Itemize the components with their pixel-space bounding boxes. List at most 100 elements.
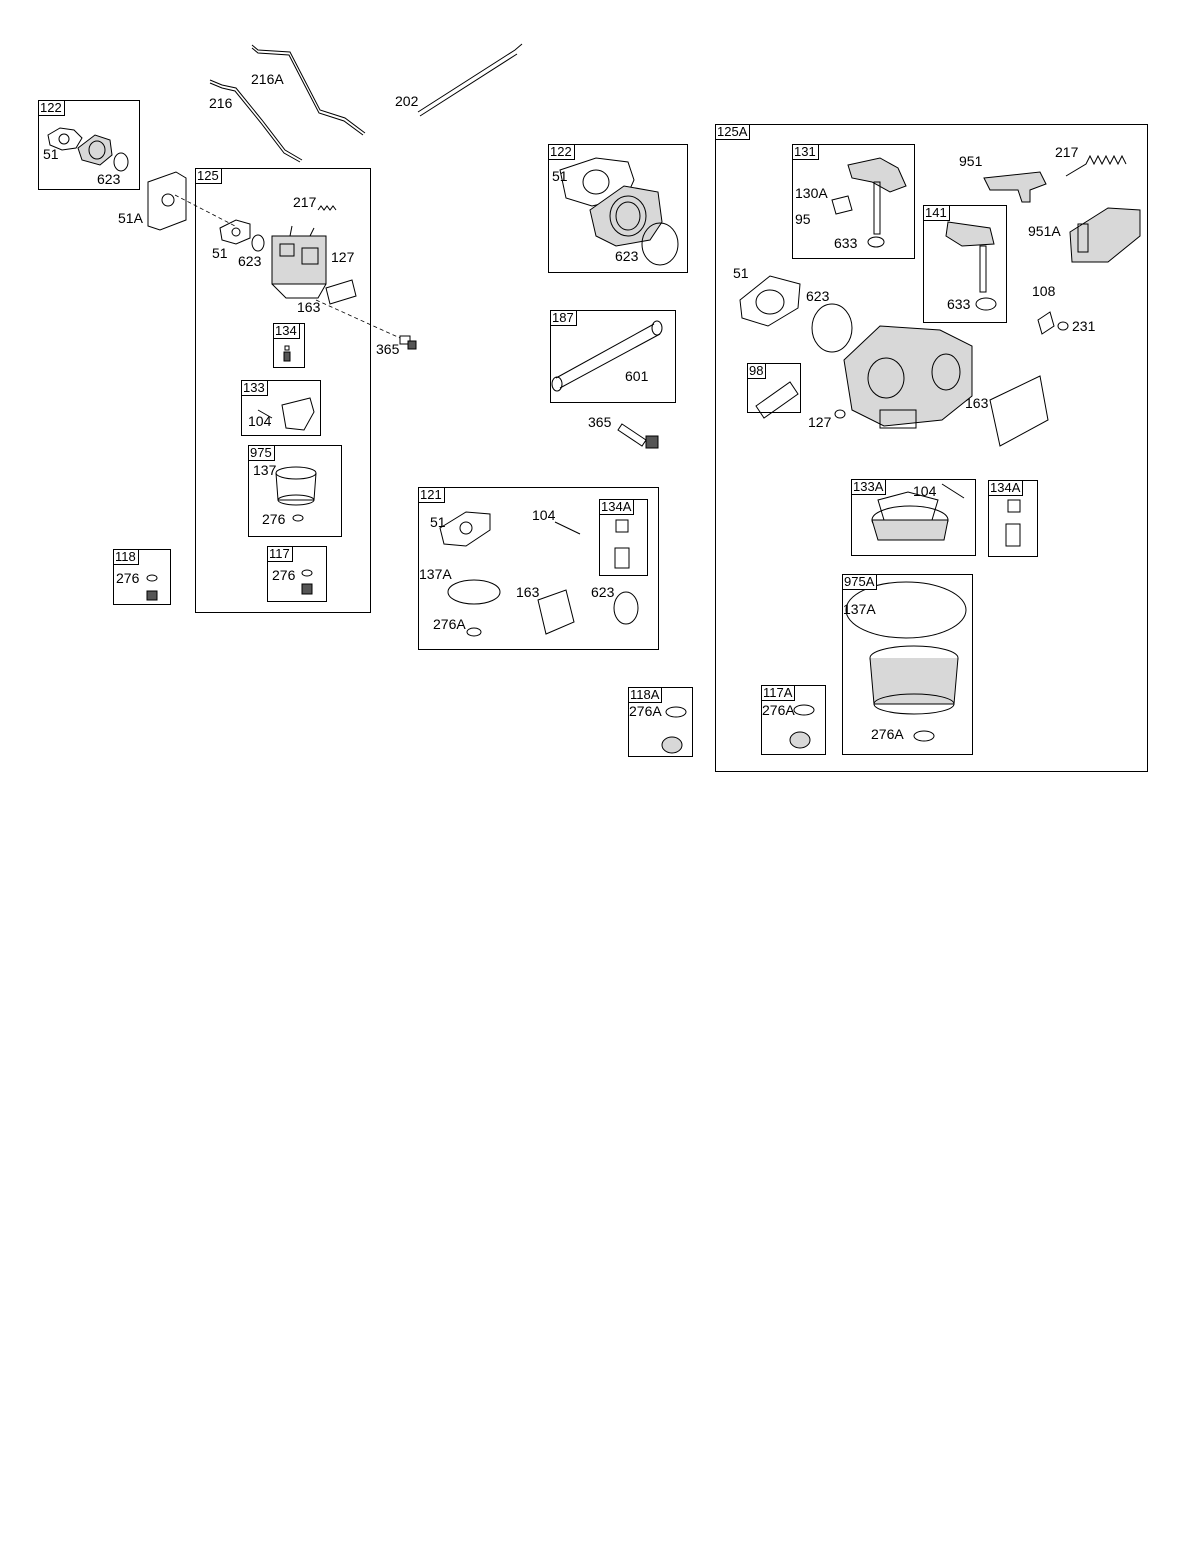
group-box-133a: 133A [851,479,976,556]
callout-163-121: 163 [516,584,540,600]
group-label-975: 975 [249,446,275,461]
group-box-117: 117 [267,546,327,602]
group-label-117: 117 [268,547,293,562]
group-box-187: 187 [550,310,676,403]
spacer-mid [589,185,663,247]
callout-163-125: 163 [297,299,321,315]
float-133a [871,483,965,541]
throttle-shaft-141 [945,221,997,311]
link-216a [251,44,366,136]
callout-633-141: 633 [947,296,971,312]
o-ring-623-r [811,303,853,353]
bowl-nut-118 [146,574,158,601]
bracket-951a [1069,207,1141,263]
callout-137a-975a: 137A [843,601,876,617]
o-ring-623-mid [641,222,679,266]
callout-202: 202 [395,93,419,109]
group-label-98: 98 [748,364,767,379]
group-box-134: 134 [273,323,305,368]
washer-276a-121 [466,627,482,637]
group-box-975: 975 [248,445,342,537]
screw-231 [1057,321,1069,331]
bolt-365-left [399,335,417,350]
callout-623-125: 623 [238,253,262,269]
screw-108 [1037,311,1055,335]
group-box-141: 141 [923,205,1007,323]
group-label-125: 125 [196,169,222,184]
callout-365-left: 365 [376,341,400,357]
carburetor-125 [271,225,327,299]
group-box-134a-mid: 134A [599,499,648,576]
callout-127-125: 127 [331,249,355,265]
group-label-134a-mid: 134A [600,500,635,515]
choke-shaft-131 [831,157,907,248]
spring-217-left [317,205,337,211]
callout-951a: 951A [1028,223,1061,239]
spacer-left [77,134,113,166]
group-label-118: 118 [114,550,139,565]
o-ring-137a-121 [447,579,501,605]
callout-633-131: 633 [834,235,858,251]
callout-130a: 130A [795,185,828,201]
callout-216: 216 [209,95,233,111]
gasket-163-r [989,375,1049,447]
bowl-nut-117a [789,704,815,749]
group-box-98: 98 [747,363,801,413]
callout-216a: 216A [251,71,284,87]
callout-51-122-mid: 51 [552,168,568,184]
o-ring-137a-975a [845,581,967,639]
group-label-125a: 125A [716,125,751,140]
callout-276-975: 276 [262,511,286,527]
group-box-118a: 118A [628,687,693,757]
callout-217-right: 217 [1055,144,1079,160]
pin-104-121 [554,521,581,535]
callout-108: 108 [1032,283,1056,299]
callout-51-121: 51 [430,514,446,530]
group-box-118: 118 [113,549,171,605]
callout-365-mid: 365 [588,414,612,430]
needle-134 [283,345,291,362]
needle-134a-mid [614,519,630,569]
group-box-125: 125 [195,168,371,613]
callout-951: 951 [959,153,983,169]
gasket-163-121 [537,589,575,635]
callout-601: 601 [625,368,649,384]
breather-tube-601 [551,320,663,392]
callout-51-r: 51 [733,265,749,281]
callout-276a-975a: 276A [871,726,904,742]
washer-276a-975a [913,730,935,742]
group-label-133a: 133A [852,480,887,495]
callout-51-125: 51 [212,245,228,261]
group-label-131: 131 [793,145,819,160]
callout-276a-118a: 276A [629,703,662,719]
bowl-nut-117 [301,569,313,595]
group-box-122-left: 122 [38,100,140,190]
group-box-133: 133 [241,380,321,436]
group-label-122-left: 122 [39,101,65,116]
callout-127-r: 127 [808,414,832,430]
bowl-nut-118a [661,706,687,754]
callout-163-r: 163 [965,395,989,411]
gasket-51-125 [219,219,251,245]
bowl-975a [869,645,959,715]
group-label-975a: 975A [843,575,878,590]
group-label-117a: 117A [762,686,796,701]
gasket-163-125 [325,279,357,305]
callout-104-133: 104 [248,413,272,429]
group-label-122-mid: 122 [549,145,575,160]
jet-98 [755,381,799,419]
o-ring-623-121 [613,591,639,625]
callout-137a-121: 137A [419,566,452,582]
callout-276-117: 276 [272,567,296,583]
callout-137-975: 137 [253,462,277,478]
callout-231: 231 [1072,318,1096,334]
group-box-134a-right: 134A [988,480,1038,557]
callout-104-133a: 104 [913,483,937,499]
bowl-975 [275,466,317,522]
link-202 [417,43,523,117]
group-box-121: 121 [418,487,659,650]
callout-276-118: 276 [116,570,140,586]
callout-623-left: 623 [97,171,121,187]
carburetor-125a [843,325,973,429]
